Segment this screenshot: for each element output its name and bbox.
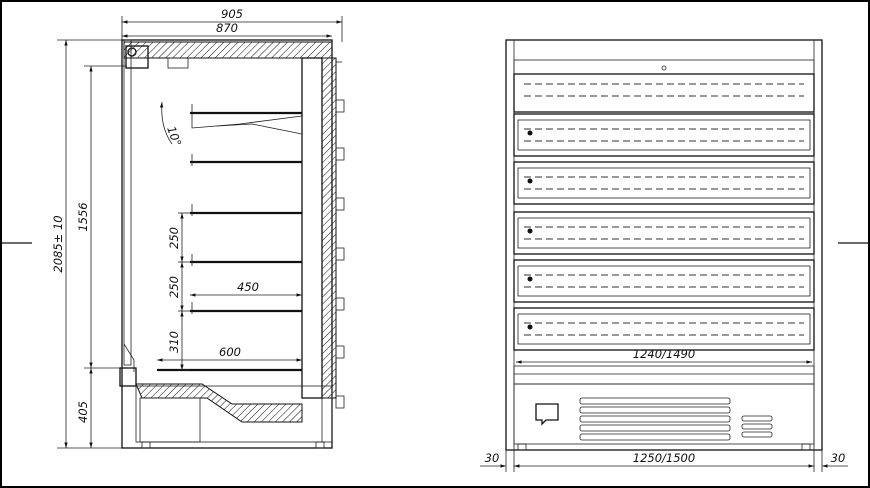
front-shelf-3	[513, 161, 815, 205]
front-shelf-1	[513, 73, 815, 113]
control-box	[535, 403, 559, 426]
dim-side-total-height: 2085± 10	[51, 215, 65, 272]
front-foot-left	[517, 443, 527, 451]
front-cabinet-outline	[505, 39, 823, 451]
front-shelves	[513, 73, 815, 351]
dim-shelf-spacing-2: 250	[167, 276, 181, 298]
front-foot-right	[801, 443, 811, 451]
dim-front-left-margin: 30	[485, 451, 500, 465]
lower-panel	[513, 383, 815, 445]
dim-side-base-height: 405	[76, 401, 90, 423]
dim-shelf-angle: 10°	[164, 124, 184, 148]
dim-shelf-depth: 450	[237, 280, 259, 294]
dim-shelf-spacing-1: 250	[167, 227, 181, 249]
top-canopy	[123, 41, 333, 59]
dim-front-right-margin: 30	[831, 451, 846, 465]
side-view: 905 870 2085± 10 1556 405	[51, 7, 345, 449]
dim-base-shelf-depth: 600	[219, 345, 241, 359]
main-vent-grille	[579, 397, 731, 441]
dim-side-depth-inner: 870	[216, 21, 238, 35]
side-vent-grille	[741, 415, 773, 438]
dim-front-outer-width: 1250/1500	[633, 451, 695, 465]
base-deck	[513, 365, 815, 385]
back-wall	[301, 57, 323, 399]
dim-side-upper-height: 1556	[76, 202, 90, 231]
dim-shelf-spacing-3: 310	[167, 331, 181, 353]
front-shelf-5	[513, 259, 815, 303]
dim-front-inner-width: 1240/1490	[633, 347, 695, 361]
back-connectors	[335, 99, 345, 409]
top-light-panel	[513, 59, 815, 75]
angle-arc	[159, 101, 173, 145]
dim-side-depth-outer: 905	[221, 7, 243, 21]
front-shelf-2	[513, 113, 815, 157]
foot-front	[141, 441, 151, 449]
back-wall-insulation	[321, 57, 337, 399]
front-shelf-6	[513, 307, 815, 351]
front-shelf-4	[513, 211, 815, 255]
front-bumper	[119, 367, 137, 387]
base-duct	[135, 383, 303, 423]
shelves	[157, 104, 303, 372]
front-view: 1240/1490 1250/1500 30	[480, 39, 848, 472]
foot-rear	[315, 441, 325, 449]
